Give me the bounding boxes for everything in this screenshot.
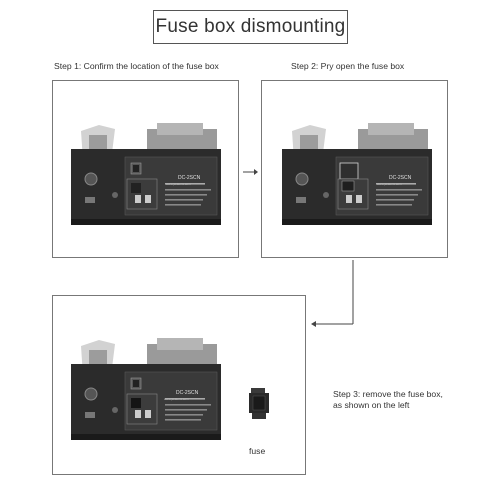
step-3-label: Step 3: remove the fuse box, (333, 389, 443, 399)
device-model-text-2: DC-2SCN (389, 175, 412, 181)
step-3-label-line2: as shown on the left (333, 400, 410, 410)
device-website-text-2: www.jcxiaomi.com (377, 182, 402, 186)
arrow-down-left-icon (311, 260, 354, 327)
step-1-label: Step 1: Confirm the location of the fuse… (54, 61, 219, 71)
device-model-text-1: DC-2SCN (178, 175, 201, 181)
fuse-box-icon (249, 388, 269, 419)
device-image-step-3: DC-2SCN www.jcxiaomi.com (71, 338, 269, 440)
step-1-panel: DC-2SCN www.jcxiaomi.com (52, 80, 239, 258)
fuse-label: fuse (249, 446, 266, 456)
device-model-text-3: DC-2SCN (176, 390, 199, 396)
step-2-label: Step 2: Pry open the fuse box (291, 61, 405, 71)
arrow-right-icon (243, 169, 258, 175)
device-image-step-1: DC-2SCN www.jcxiaomi.com (71, 123, 221, 225)
device-website-text-1: www.jcxiaomi.com (166, 182, 191, 186)
title-box: Fuse box dismounting (153, 10, 348, 44)
page-title: Fuse box dismounting (155, 16, 346, 37)
step-3-panel: DC-2SCN www.jcxiaomi.com fuse (52, 295, 306, 475)
device-website-text-3: www.jcxiaomi.com (164, 397, 189, 401)
step-2-panel: DC-2SCN www.jcxiaomi.com (261, 80, 448, 258)
step-3-note: Step 3: remove the fuse box, as shown on… (333, 389, 443, 411)
device-image-step-2: DC-2SCN www.jcxiaomi.com (282, 123, 432, 225)
